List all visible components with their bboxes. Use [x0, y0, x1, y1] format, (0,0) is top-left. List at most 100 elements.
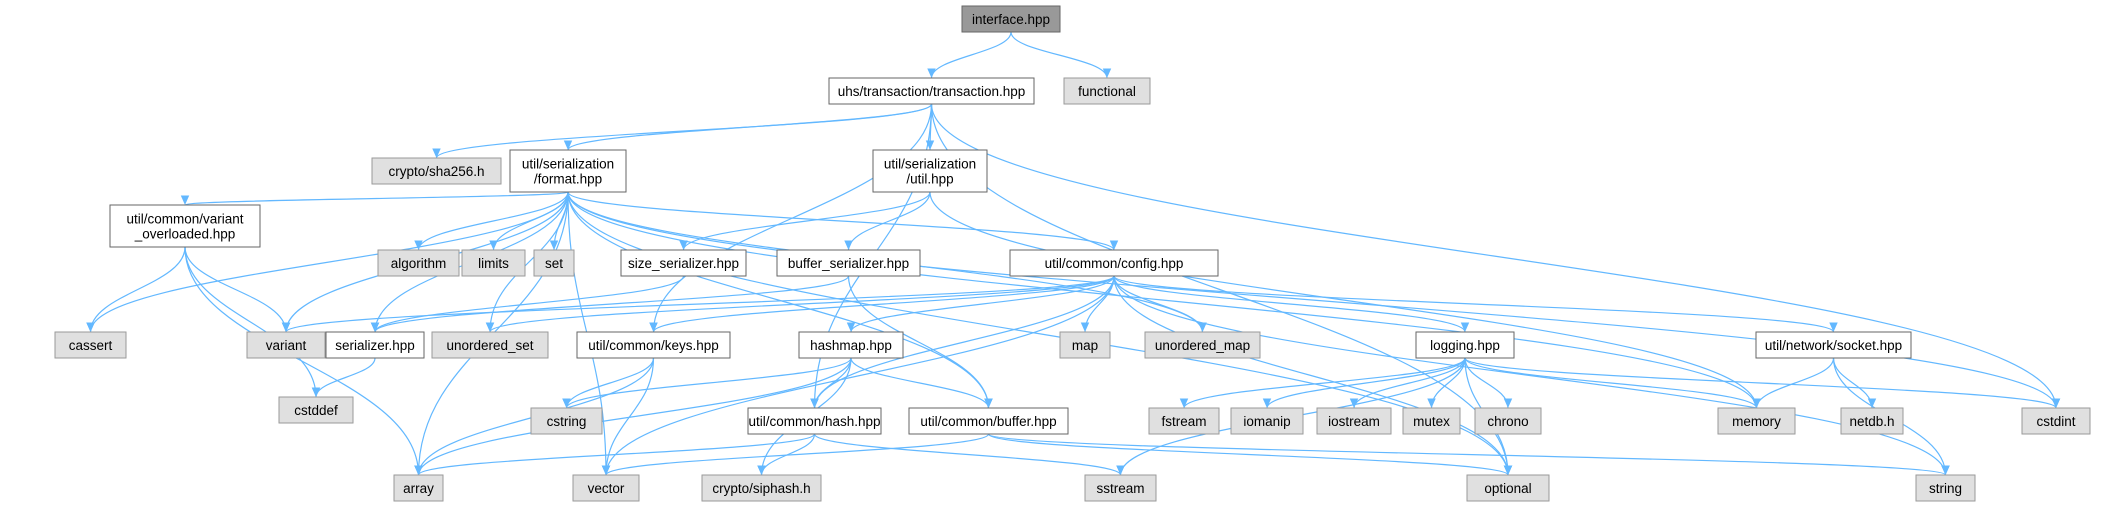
- node-box: [1717, 407, 1796, 435]
- node-label: unordered_set: [446, 338, 533, 353]
- node-config[interactable]: util/common/config.hpp: [1009, 249, 1219, 277]
- edge-logging-to-cstdint: [1464, 357, 2061, 409]
- node-label: cstdint: [2036, 414, 2075, 429]
- node-box: [1230, 407, 1304, 435]
- edge-ser_util-to-memory: [929, 191, 1761, 409]
- node-label: util/common/keys.hpp: [588, 338, 719, 353]
- node-box: [1915, 474, 1976, 502]
- node-label: limits: [478, 256, 509, 271]
- node-label: uhs/transaction/transaction.hpp: [838, 84, 1026, 99]
- node-functional: functional: [1063, 77, 1151, 105]
- node-label: functional: [1078, 84, 1136, 99]
- node-box: [576, 331, 731, 359]
- node-label: optional: [1484, 481, 1531, 496]
- node-label: util/serialization: [522, 157, 614, 172]
- node-box: [798, 331, 904, 359]
- nodes-layer: interface.hpp uhs/transaction/transaction…: [54, 5, 2091, 502]
- node-label: buffer_serializer.hpp: [788, 256, 909, 271]
- node-box: [2021, 407, 2091, 435]
- node-box: [908, 407, 1069, 435]
- edge-hashmap-to-array: [414, 357, 852, 476]
- node-siphash: crypto/siphash.h: [701, 474, 822, 502]
- edge-ser_util-to-buffer_serializer: [844, 191, 931, 251]
- node-sstream: sstream: [1084, 474, 1157, 502]
- node-label: util/common/buffer.hpp: [920, 414, 1056, 429]
- node-box: [572, 474, 640, 502]
- edge-config-to-string: [1113, 275, 1950, 476]
- edge-variant_overloaded-to-cassert: [86, 246, 186, 333]
- node-box: [54, 331, 127, 359]
- node-logging[interactable]: logging.hpp: [1415, 331, 1515, 359]
- node-size-serializer[interactable]: size_serializer.hpp: [620, 249, 747, 277]
- node-box: [1316, 407, 1392, 435]
- node-label: _overloaded.hpp: [134, 227, 236, 242]
- node-iomanip: iomanip: [1230, 407, 1304, 435]
- node-interface[interactable]: interface.hpp: [961, 5, 1061, 33]
- node-set: set: [533, 249, 575, 277]
- edge-transaction-to-cstdint: [930, 103, 2061, 409]
- edge-logging-to-chrono: [1464, 357, 1513, 409]
- node-hashmap[interactable]: hashmap.hpp: [798, 331, 904, 359]
- node-box: [1755, 331, 1912, 359]
- node-box: [278, 396, 354, 424]
- node-box: [325, 331, 425, 359]
- node-socket[interactable]: util/network/socket.hpp: [1755, 331, 1912, 359]
- edge-logging-to-memory: [1464, 357, 1761, 409]
- node-box: [828, 77, 1035, 105]
- node-box: [872, 149, 988, 193]
- node-map: map: [1059, 331, 1111, 359]
- node-label: mutex: [1413, 414, 1450, 429]
- edge-variant_overloaded-to-cstddef: [184, 246, 321, 398]
- edge-variant_overloaded-to-array: [184, 246, 423, 476]
- node-buffer[interactable]: util/common/buffer.hpp: [908, 407, 1069, 435]
- node-label: util/network/socket.hpp: [1765, 338, 1902, 353]
- node-cstddef: cstddef: [278, 396, 354, 424]
- node-box: [246, 331, 326, 359]
- node-box: [461, 249, 526, 277]
- node-iostream: iostream: [1316, 407, 1392, 435]
- node-transaction[interactable]: uhs/transaction/transaction.hpp: [828, 77, 1035, 105]
- edge-interface-to-transaction: [927, 31, 1012, 79]
- edge-variant_overloaded-to-variant: [184, 246, 291, 333]
- node-buffer-serializer[interactable]: buffer_serializer.hpp: [776, 249, 921, 277]
- node-label: interface.hpp: [972, 12, 1050, 27]
- node-box: [431, 331, 549, 359]
- node-box: [961, 5, 1061, 33]
- edge-buffer-to-optional: [987, 433, 1513, 476]
- edge-config-to-socket: [1113, 275, 1838, 333]
- edge-hashmap-to-buffer: [850, 357, 993, 409]
- node-label: util/common/hash.hpp: [748, 414, 880, 429]
- node-label: util/common/config.hpp: [1045, 256, 1184, 271]
- node-algorithm: algorithm: [377, 249, 460, 277]
- edge-buffer_serializer-to-serializer: [370, 275, 850, 333]
- node-label: /format.hpp: [534, 172, 602, 187]
- node-format[interactable]: util/serialization/format.hpp: [509, 149, 627, 193]
- edge-buffer-to-string: [987, 433, 1950, 476]
- node-label: cassert: [69, 338, 113, 353]
- node-box: [371, 157, 502, 185]
- node-label: serializer.hpp: [335, 338, 415, 353]
- node-box: [109, 204, 261, 248]
- node-hash[interactable]: util/common/hash.hpp: [747, 407, 882, 435]
- node-variant-overloaded[interactable]: util/common/variant_overloaded.hpp: [109, 204, 261, 248]
- node-memory: memory: [1717, 407, 1796, 435]
- node-ser-util[interactable]: util/serialization/util.hpp: [872, 149, 988, 193]
- node-limits: limits: [461, 249, 526, 277]
- node-cstring: cstring: [530, 407, 603, 435]
- node-keys[interactable]: util/common/keys.hpp: [576, 331, 731, 359]
- node-sha256: crypto/sha256.h: [371, 157, 502, 185]
- edge-config-to-unordered_set: [485, 275, 1115, 333]
- edge-transaction-to-format: [563, 103, 933, 151]
- edge-config-to-keys: [649, 275, 1115, 333]
- node-label: hashmap.hpp: [810, 338, 892, 353]
- edge-logging-to-fstream: [1179, 357, 1466, 409]
- edge-socket-to-memory: [1752, 357, 1835, 409]
- edge-format-to-algorithm: [414, 191, 569, 251]
- edge-buffer-to-vector: [601, 433, 990, 476]
- edge-config-to-vector: [601, 275, 1115, 476]
- node-box: [1059, 331, 1111, 359]
- node-serializer[interactable]: serializer.hpp: [325, 331, 425, 359]
- edge-format-to-buffer: [567, 191, 993, 409]
- node-label: string: [1929, 481, 1962, 496]
